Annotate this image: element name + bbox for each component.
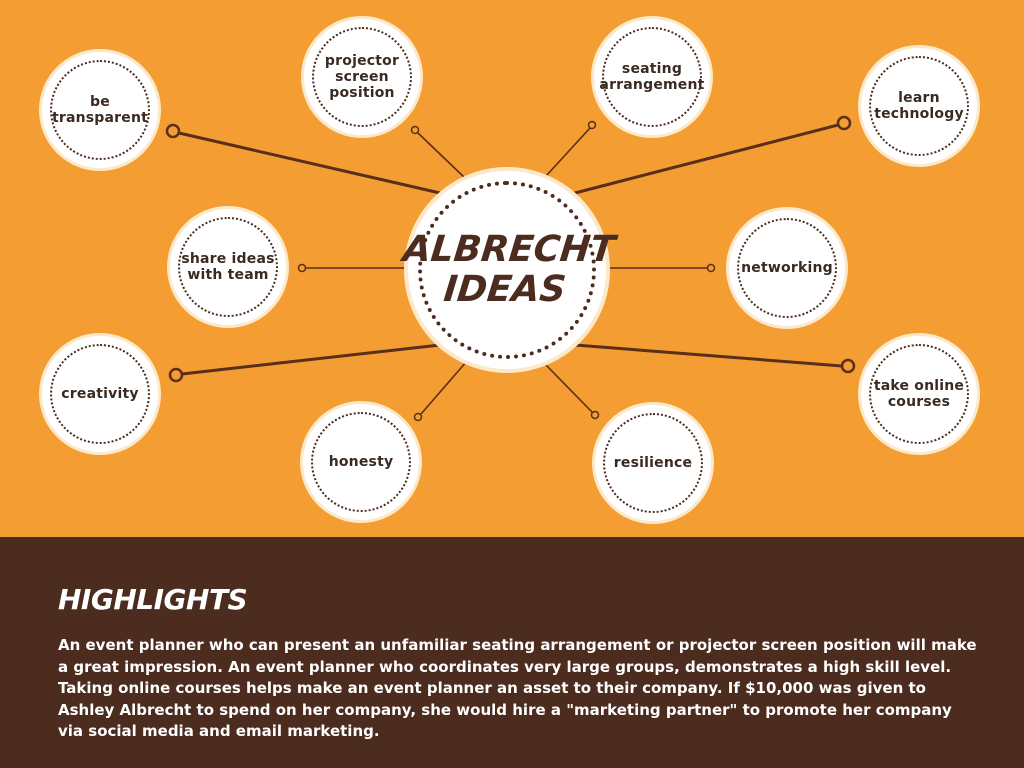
connector-end-resilience	[590, 410, 600, 420]
node-label: take online courses	[873, 378, 965, 410]
node-networking: networking	[729, 210, 845, 326]
central-topic: ALBRECHT IDEAS	[401, 171, 617, 369]
node-creativity: creativity	[42, 336, 158, 452]
node-be-transparent: be transparent	[42, 52, 158, 168]
highlights-body: An event planner who can present an unfa…	[58, 636, 977, 740]
node-projector-screen-position: projector screen position	[304, 19, 420, 135]
connector-end-seating	[587, 120, 597, 130]
node-label: be transparent	[51, 94, 149, 126]
central-topic-title: ALBRECHT IDEAS	[401, 229, 618, 310]
connector-end-learn-technology	[836, 115, 852, 131]
highlights-title: HIGHLIGHTS	[58, 583, 248, 616]
node-learn-technology: learn technology	[861, 48, 977, 164]
node-share-ideas-with-team: share ideas with team	[170, 209, 286, 325]
connector-end-networking	[706, 263, 716, 273]
node-resilience: resilience	[595, 405, 711, 521]
node-honesty: honesty	[303, 404, 419, 520]
connector-lines	[165, 115, 856, 422]
node-label: resilience	[613, 455, 693, 471]
node-label: networking	[741, 260, 833, 276]
connector-end-share-ideas	[297, 263, 307, 273]
node-label: honesty	[328, 454, 394, 470]
connector-end-projector	[410, 125, 420, 135]
highlights-section	[0, 537, 1024, 768]
connector-end-creativity	[168, 367, 184, 383]
connector-end-honesty	[413, 412, 423, 422]
node-label: seating arrangement	[599, 61, 705, 93]
node-take-online-courses: take online courses	[861, 336, 977, 452]
node-label: projector screen position	[324, 53, 400, 101]
node-label: learn technology	[874, 90, 964, 122]
node-seating-arrangement: seating arrangement	[594, 19, 710, 135]
node-label: creativity	[61, 386, 139, 402]
connector-end-take-online-courses	[840, 358, 856, 374]
connector-end-be-transparent	[165, 123, 181, 139]
node-label: share ideas with team	[181, 251, 275, 283]
